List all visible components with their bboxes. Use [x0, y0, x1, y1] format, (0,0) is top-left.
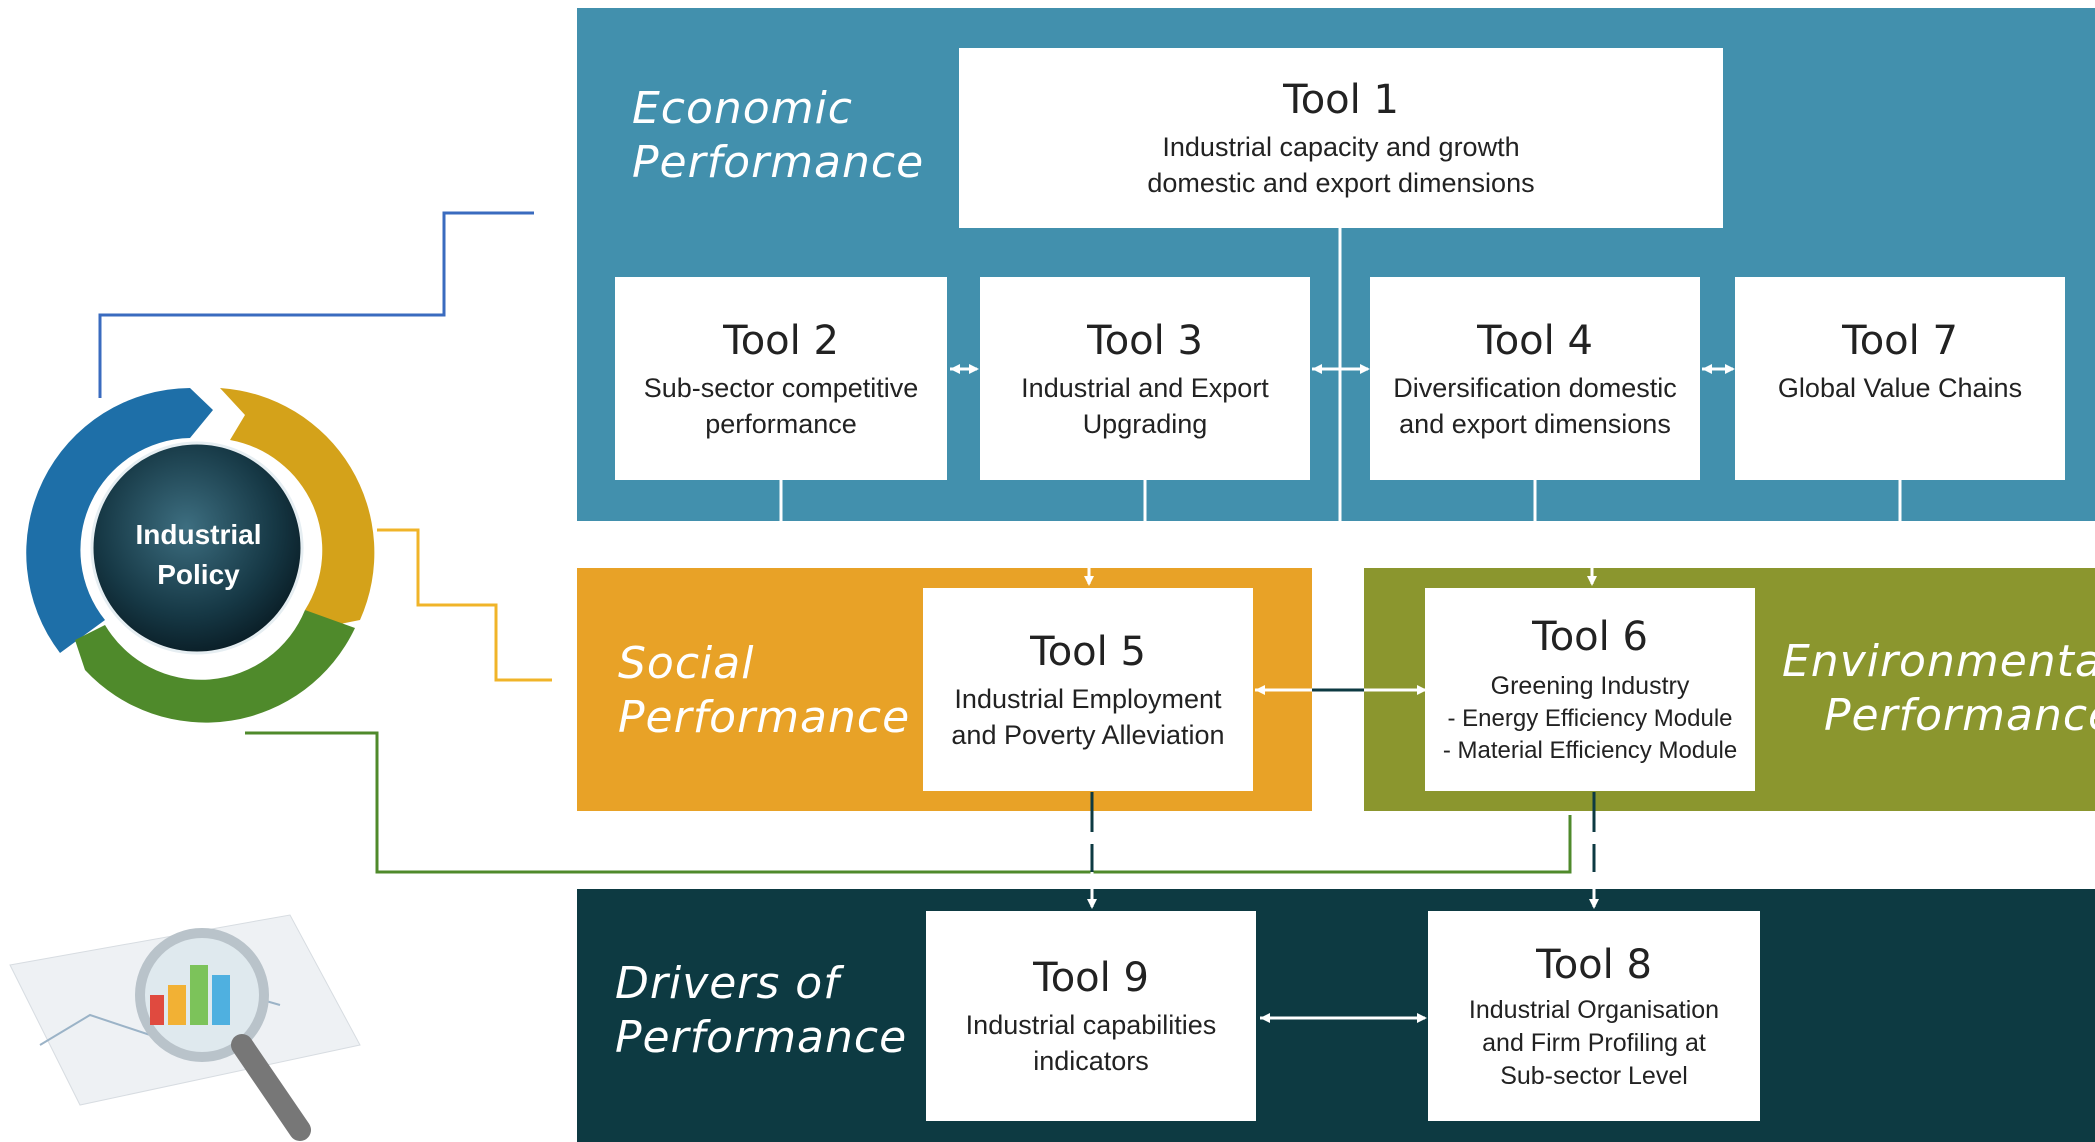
green-connector [245, 731, 1572, 874]
blue-connector [98, 211, 534, 398]
tool-8-box: Tool 8 Industrial Organisation and Firm … [1428, 911, 1760, 1121]
tool-8-name: Tool 8 [1536, 941, 1652, 988]
economic-tree-lines [779, 228, 1902, 580]
tool-6-box: Tool 6 Greening Industry - Energy Effici… [1425, 588, 1755, 791]
tool-7-box: Tool 7 Global Value Chains [1735, 277, 2065, 480]
tool-3-box: Tool 3 Industrial and Export Upgrading [980, 277, 1310, 480]
tool-5-description: Industrial Employment and Poverty Allevi… [951, 683, 1225, 750]
tool-6-description: Greening Industry [1490, 672, 1690, 700]
analytics-magnifier-icon [9, 914, 361, 1141]
yellow-connector [377, 528, 552, 682]
tool-3-name: Tool 3 [1087, 317, 1203, 364]
tool-7-description: Global Value Chains [1777, 372, 2023, 403]
tool-6-modules: - Energy Efficiency Module - Material Ef… [1442, 705, 1738, 764]
tool-3-description: Industrial and Export Upgrading [1021, 372, 1269, 439]
tool-8-description: Industrial Organisation and Firm Profili… [1468, 995, 1720, 1090]
tool-4-name: Tool 4 [1477, 317, 1593, 364]
tool-4-box: Tool 4 Diversification domestic and expo… [1370, 277, 1700, 480]
tool-5-box: Tool 5 Industrial Employment and Poverty… [923, 588, 1253, 791]
tool-9-description: Industrial capabilities indicators [965, 1010, 1217, 1076]
tool-2-name: Tool 2 [723, 317, 839, 364]
tool-9-box: Tool 9 Industrial capabilities indicator… [926, 911, 1256, 1121]
tool-7-name: Tool 7 [1842, 317, 1958, 364]
tool-1-name: Tool 1 [1283, 77, 1399, 123]
tool-2-box: Tool 2 Sub-sector competitive performanc… [615, 277, 947, 480]
tool-1-description: Industrial capacity and growth domestic … [1147, 132, 1535, 198]
tool-1-box: Tool 1 Industrial capacity and growth do… [959, 48, 1723, 228]
tool-5-name: Tool 5 [1030, 628, 1146, 675]
tool-2-description: Sub-sector competitive performance [643, 372, 919, 439]
industrial-policy-cycle-icon [26, 388, 375, 723]
tool-6-name: Tool 6 [1532, 614, 1648, 660]
tool-4-description: Diversification domestic and export dime… [1393, 372, 1677, 439]
industrial-policy-label: Industrial Policy [135, 519, 262, 590]
tool-9-name: Tool 9 [1033, 955, 1149, 1001]
